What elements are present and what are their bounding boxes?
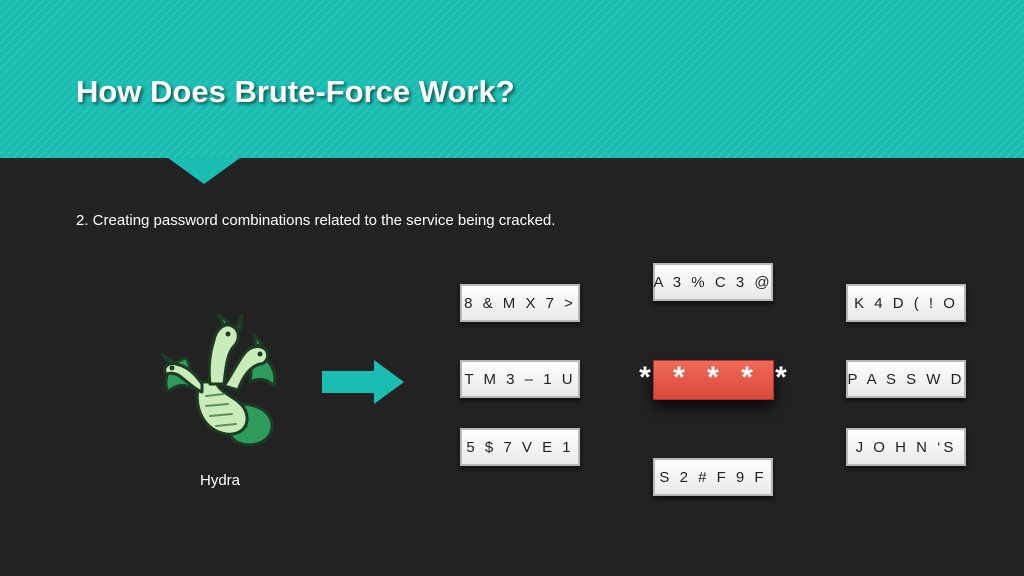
header-notch xyxy=(168,158,240,184)
password-candidate-box: A 3 % C 3 @ xyxy=(653,263,773,301)
password-candidate-box: T M 3 – 1 U xyxy=(460,360,580,398)
right-arrow-icon xyxy=(322,360,404,404)
hydra-logo-icon xyxy=(160,312,277,447)
header-banner xyxy=(0,0,1024,158)
bullet-text: 2. Creating password combinations relate… xyxy=(76,212,556,229)
hydra-label: Hydra xyxy=(199,472,240,489)
password-candidate-box: 5 $ 7 V E 1 xyxy=(460,428,580,466)
masked-password-box: * * * * * xyxy=(639,360,787,400)
password-candidate-box: 8 & M X 7 > xyxy=(460,284,580,322)
password-candidate-box: S 2 # F 9 F xyxy=(653,458,773,496)
password-candidate-box: K 4 D ( ! O xyxy=(846,284,966,322)
password-candidate-box: J O H N ‘S xyxy=(846,428,966,466)
password-candidate-box: P A S S W D xyxy=(846,360,966,398)
slide-title: How Does Brute-Force Work? xyxy=(76,74,515,109)
